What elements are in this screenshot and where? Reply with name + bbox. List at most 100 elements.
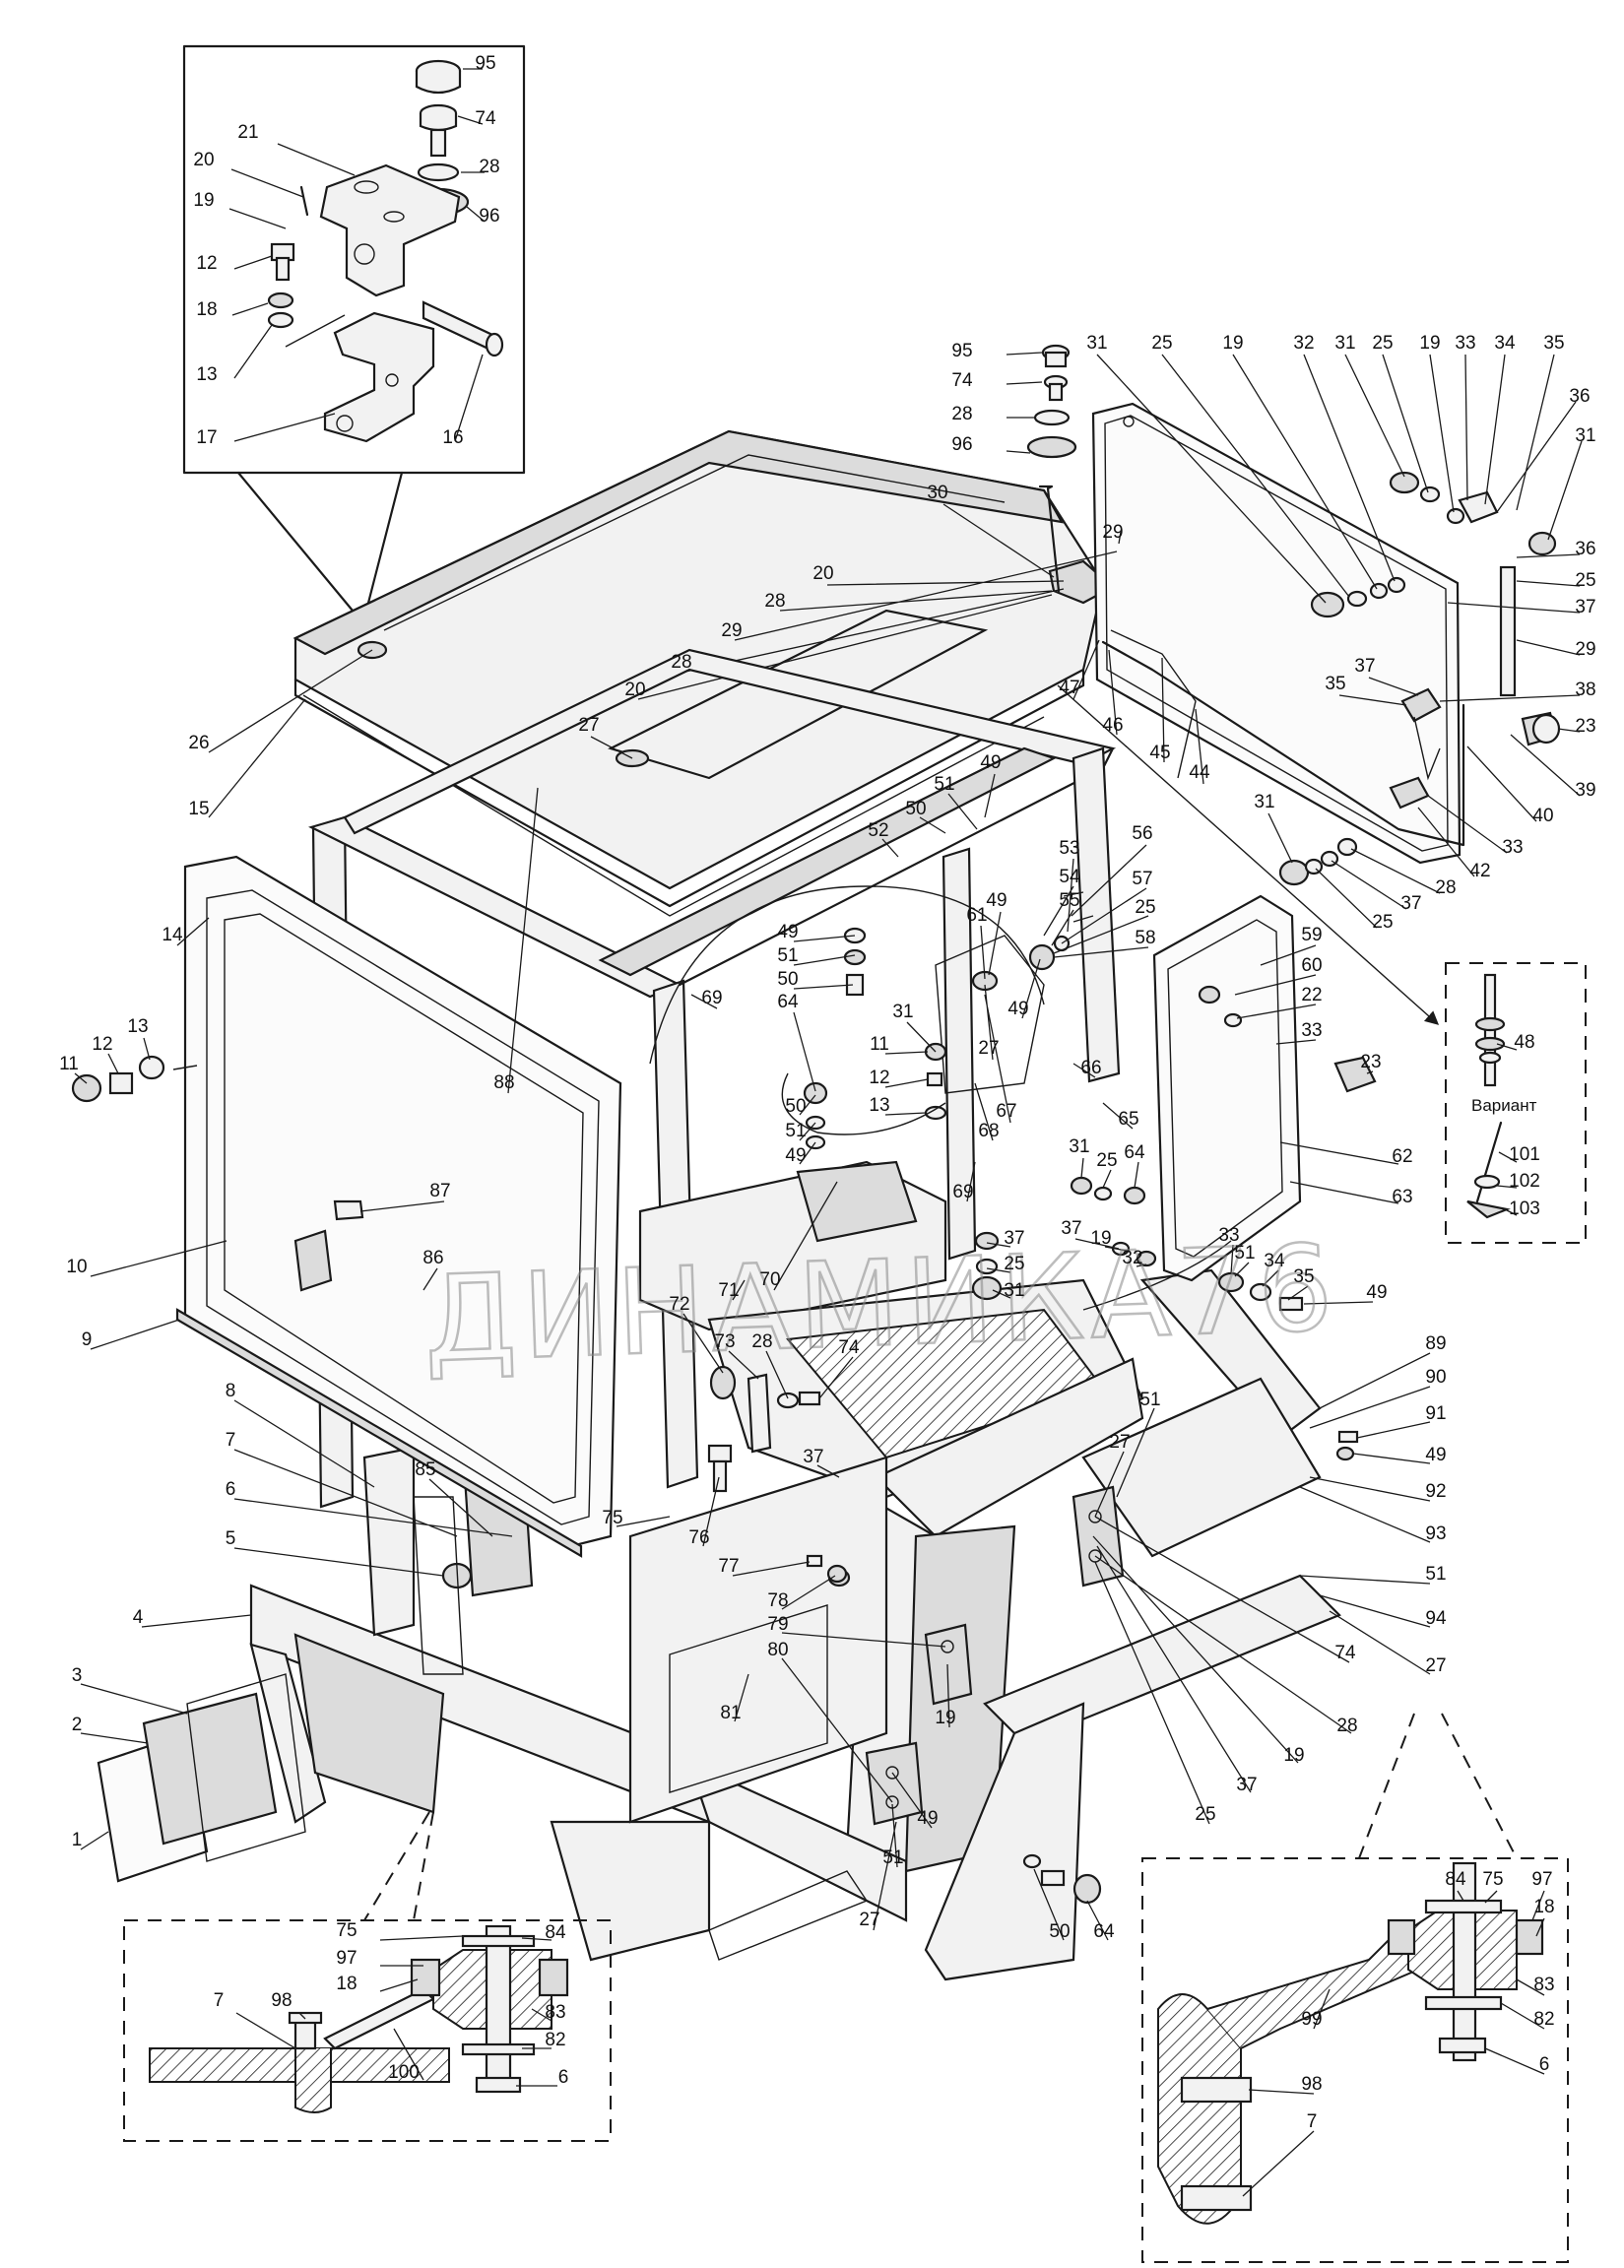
callout-26: 26 <box>188 733 209 753</box>
callout-57: 57 <box>1132 869 1152 889</box>
callout-25: 25 <box>1372 912 1393 933</box>
strut-29-right <box>1499 565 1517 697</box>
callout-34: 34 <box>1264 1251 1285 1271</box>
callout-31: 31 <box>1254 792 1274 812</box>
callout-64: 64 <box>1093 1921 1115 1942</box>
callout-50: 50 <box>1049 1921 1070 1942</box>
roof-assembly <box>292 344 1127 917</box>
bolt-101 <box>1475 1121 1503 1203</box>
callout-88: 88 <box>493 1072 514 1093</box>
callout-65: 65 <box>1118 1109 1138 1130</box>
callout-74: 74 <box>951 370 973 391</box>
callout-83: 83 <box>545 2002 565 2023</box>
variant-label: Вариант <box>1471 1096 1537 1115</box>
callout-69: 69 <box>952 1182 973 1202</box>
callout-87: 87 <box>429 1181 450 1201</box>
callout-7: 7 <box>226 1430 236 1451</box>
callout-31: 31 <box>1575 425 1595 446</box>
callout-40: 40 <box>1532 806 1553 826</box>
mount-detail-left-frame <box>123 1919 612 2142</box>
sill-9 <box>175 1308 583 1558</box>
callout-99: 99 <box>1301 2009 1322 2030</box>
callout-49: 49 <box>1425 1445 1446 1465</box>
callout-97: 97 <box>1531 1869 1552 1890</box>
callout-49: 49 <box>777 922 798 942</box>
callout-32: 32 <box>1122 1248 1142 1268</box>
callout-56: 56 <box>1132 823 1152 844</box>
callout-84: 84 <box>1445 1869 1466 1890</box>
callout-74: 74 <box>838 1337 860 1358</box>
callout-98: 98 <box>271 1990 292 2011</box>
callout-37: 37 <box>1236 1775 1257 1795</box>
callout-22: 22 <box>1301 985 1322 1005</box>
callout-37: 37 <box>1004 1228 1024 1249</box>
callout-47: 47 <box>1059 678 1079 698</box>
callout-3: 3 <box>72 1665 83 1686</box>
mount-detail-right-frame <box>1141 1857 1569 2263</box>
callout-34: 34 <box>1494 333 1516 354</box>
callout-94: 94 <box>1425 1608 1447 1629</box>
callout-50: 50 <box>785 1096 806 1117</box>
callout-53: 53 <box>1059 838 1079 859</box>
watermark: ДИНАМИКА76 <box>422 1220 1340 1389</box>
callout-29: 29 <box>1575 639 1595 660</box>
callout-11: 11 <box>870 1034 889 1055</box>
callout-83: 83 <box>1533 1975 1554 1995</box>
callout-90: 90 <box>1425 1367 1446 1388</box>
callout-49: 49 <box>785 1145 806 1166</box>
callout-4: 4 <box>133 1607 144 1628</box>
pin-20 <box>299 185 309 217</box>
lower-hinge-bracket-17 <box>323 311 435 443</box>
callout-84: 84 <box>545 1922 566 1943</box>
callout-25: 25 <box>1151 333 1172 354</box>
callout-74: 74 <box>1334 1643 1356 1663</box>
callout-67: 67 <box>996 1101 1016 1122</box>
callout-51: 51 <box>1425 1564 1446 1585</box>
callout-49: 49 <box>917 1808 938 1829</box>
callout-52: 52 <box>868 820 888 841</box>
callout-51: 51 <box>934 774 954 795</box>
rear-right-pillar <box>1072 746 1121 1083</box>
callout-8: 8 <box>226 1381 236 1401</box>
callout-96: 96 <box>479 206 499 227</box>
callout-27: 27 <box>1109 1432 1130 1453</box>
callout-61: 61 <box>966 905 987 926</box>
panel-2 <box>142 1692 278 1846</box>
callout-66: 66 <box>1080 1058 1101 1078</box>
callout-71: 71 <box>718 1280 739 1301</box>
callout-60: 60 <box>1301 955 1322 976</box>
callout-45: 45 <box>1149 743 1170 763</box>
callout-68: 68 <box>978 1121 999 1141</box>
callout-28: 28 <box>751 1331 772 1352</box>
callout-33: 33 <box>1218 1225 1239 1246</box>
callout-37: 37 <box>1061 1218 1081 1239</box>
callout-33: 33 <box>1502 837 1523 858</box>
cap-11 <box>71 1073 102 1103</box>
callout-20: 20 <box>624 680 645 700</box>
callout-31: 31 <box>1069 1136 1089 1157</box>
callout-6: 6 <box>226 1479 236 1500</box>
callout-28: 28 <box>764 591 785 612</box>
callout-1: 1 <box>72 1830 83 1850</box>
callout-28: 28 <box>1435 877 1456 898</box>
callout-2: 2 <box>72 1715 83 1735</box>
callout-19: 19 <box>193 190 214 211</box>
callout-101: 101 <box>1509 1144 1540 1165</box>
callout-28: 28 <box>671 652 691 673</box>
callout-51: 51 <box>777 945 798 966</box>
callout-28: 28 <box>479 157 499 177</box>
callout-77: 77 <box>718 1556 739 1577</box>
callout-58: 58 <box>1135 928 1155 948</box>
callout-31: 31 <box>892 1002 913 1022</box>
latch-38 <box>1400 687 1442 723</box>
callout-49: 49 <box>980 752 1001 773</box>
bolt-12-left <box>108 1071 134 1095</box>
callout-7: 7 <box>214 1990 225 2011</box>
callout-7: 7 <box>1307 2111 1318 2132</box>
callout-54: 54 <box>1059 867 1080 887</box>
roof-seal-15 <box>302 694 1045 917</box>
callout-31: 31 <box>1334 333 1355 354</box>
callout-30: 30 <box>927 483 947 503</box>
